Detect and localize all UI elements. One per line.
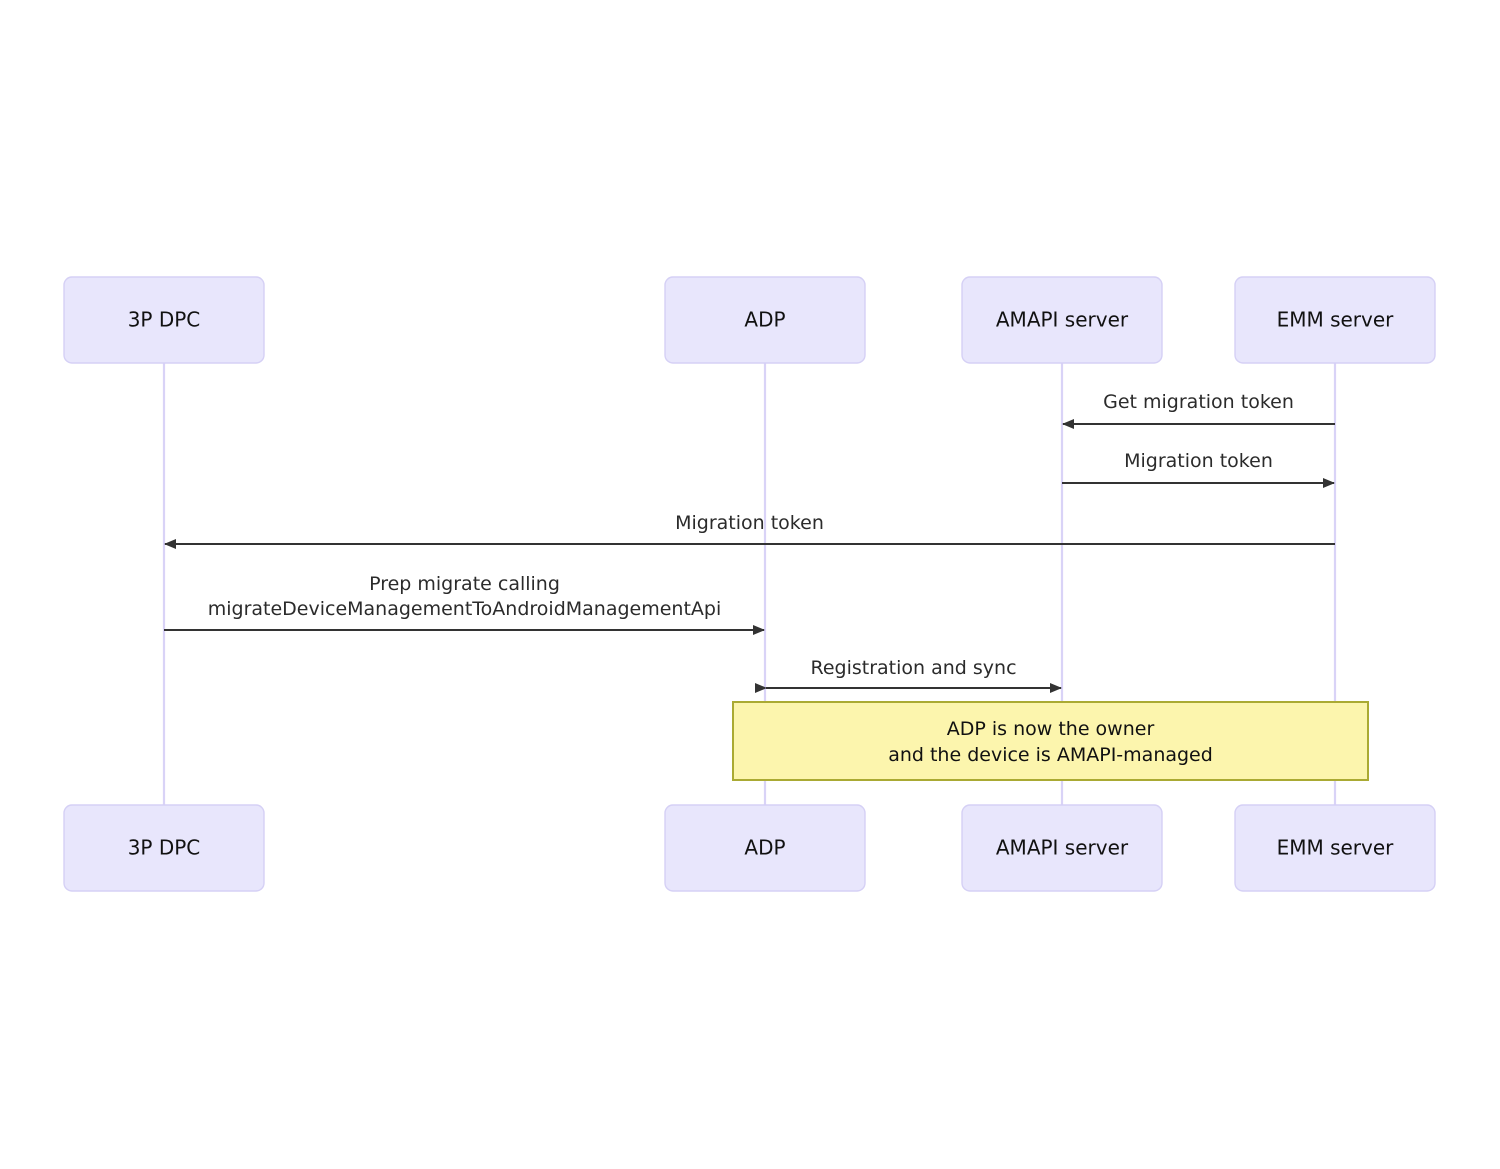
message-label: Registration and sync [810,657,1016,679]
participant-amapi-bottom[interactable]: AMAPI server [961,804,1163,892]
participant-label: ADP [744,308,785,332]
note-box [732,701,1369,781]
participant-box[interactable] [664,804,866,892]
message-label: Migration token [675,512,824,534]
participant-box[interactable] [961,276,1163,364]
participant-emm-bottom[interactable]: EMM server [1234,804,1436,892]
note-text-line1: ADP is now the owner [947,718,1155,740]
participant-emm-top[interactable]: EMM server [1234,276,1436,364]
message-m3: Migration token [164,512,1335,549]
participant-box[interactable] [1234,804,1436,892]
participant-adp-top[interactable]: ADP [664,276,866,364]
message-label: Migration token [1124,450,1273,472]
participant-label: AMAPI server [996,308,1129,332]
participant-label: 3P DPC [128,308,201,332]
participant-amapi-top[interactable]: AMAPI server [961,276,1163,364]
notes-layer: ADP is now the owner and the device is AM… [732,701,1369,781]
participant-box[interactable] [664,276,866,364]
participant-box[interactable] [1234,276,1436,364]
participant-label: 3P DPC [128,836,201,860]
participant-box[interactable] [63,804,265,892]
message-label: Get migration token [1103,391,1294,413]
participant-label: EMM server [1277,308,1395,332]
message-m2: Migration token [1062,450,1335,488]
message-m5: Registration and sync [755,657,1062,693]
message-m4: Prep migrate calling migrateDeviceManagem… [164,573,765,635]
message-m1: Get migration token [1062,391,1335,429]
participant-dpc-top[interactable]: 3P DPC [63,276,265,364]
message-label-line1: Prep migrate calling [369,573,560,595]
participant-dpc-bottom[interactable]: 3P DPC [63,804,265,892]
participant-box[interactable] [63,276,265,364]
participant-adp-bottom[interactable]: ADP [664,804,866,892]
participant-box[interactable] [961,804,1163,892]
participant-label: EMM server [1277,836,1395,860]
participant-label: AMAPI server [996,836,1129,860]
note-note1: ADP is now the owner and the device is AM… [732,701,1369,781]
note-text-line2: and the device is AMAPI-managed [888,744,1213,766]
participant-label: ADP [744,836,785,860]
message-label-line2: migrateDeviceManagementToAndroidManageme… [208,598,722,620]
